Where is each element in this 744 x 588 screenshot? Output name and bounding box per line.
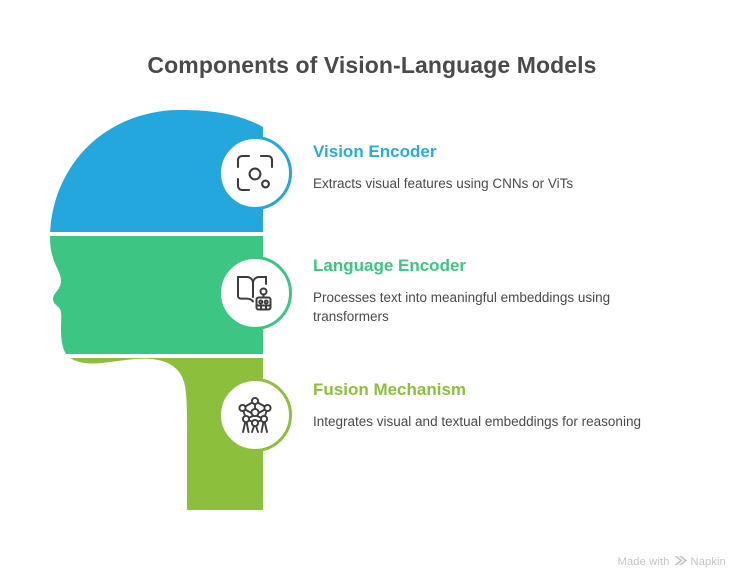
icon-badge-language [218, 256, 292, 330]
component-block-fusion: Fusion Mechanism Integrates visual and t… [313, 380, 713, 431]
component-description-fusion: Integrates visual and textual embeddings… [313, 413, 641, 429]
page-title: Components of Vision-Language Models [147, 52, 597, 78]
napkin-watermark: Made with Napkin [618, 555, 726, 568]
component-title-vision: Vision Encoder [313, 142, 437, 161]
book-robot-icon [237, 276, 272, 311]
napkin-chevron-glyph [674, 556, 687, 565]
icon-badge-fusion [218, 378, 292, 452]
component-title-language: Language Encoder [313, 256, 467, 275]
component-block-language: Language Encoder Processes text into mea… [313, 256, 713, 327]
napkin-chevron-logo-icon [674, 555, 687, 568]
component-description-language: Processes text into meaningful embedding… [313, 289, 611, 325]
component-description-vision: Extracts visual features using CNNs or V… [313, 175, 574, 191]
icon-badge-vision [218, 136, 292, 210]
watermark-brand: Napkin [690, 555, 726, 568]
component-block-vision: Vision Encoder Extracts visual features … [313, 142, 713, 193]
network-nodes-icon [238, 396, 272, 433]
watermark-prefix: Made with [617, 555, 670, 568]
component-title-fusion: Fusion Mechanism [313, 380, 467, 399]
object-detection-focus-icon [236, 154, 274, 192]
